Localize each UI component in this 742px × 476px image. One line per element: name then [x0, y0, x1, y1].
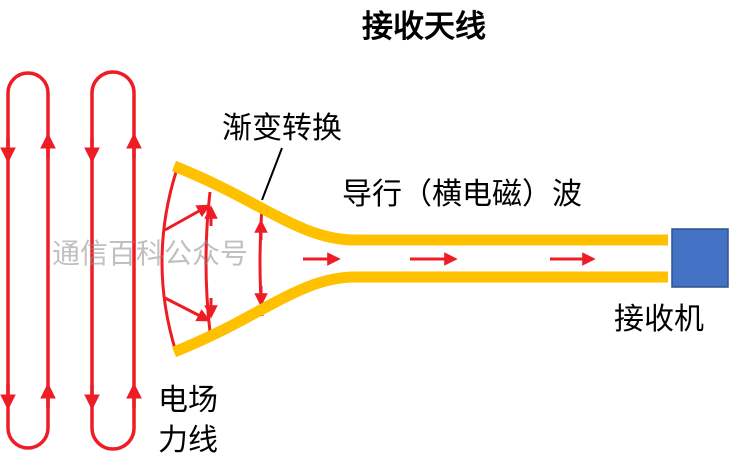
field-loops: [6, 70, 136, 451]
guided-wave-label: 导行（横电磁）波: [342, 177, 582, 212]
efield-label-line1: 电场: [158, 383, 218, 418]
upper-conductor: [171, 160, 668, 246]
taper-arrows: [164, 204, 268, 322]
taper-arrow: [164, 296, 211, 322]
taper-field-curve: [160, 171, 178, 353]
loop-arrows: [0, 132, 142, 411]
taper-transition-label: 渐变转换: [222, 111, 342, 146]
field-loop-2: [90, 70, 136, 451]
receiver-label: 接收机: [614, 302, 704, 337]
diagram-title: 接收天线: [362, 9, 486, 45]
watermark: 通信百科公众号: [52, 237, 249, 270]
field-loop-1: [6, 71, 50, 450]
antenna-conductors: [171, 160, 668, 358]
taper-leader-line: [261, 147, 283, 201]
taper-arrow: [164, 204, 211, 232]
efield-label-line2: 力线: [158, 423, 218, 458]
lower-conductor: [171, 271, 668, 358]
receiver-box: [671, 228, 729, 288]
